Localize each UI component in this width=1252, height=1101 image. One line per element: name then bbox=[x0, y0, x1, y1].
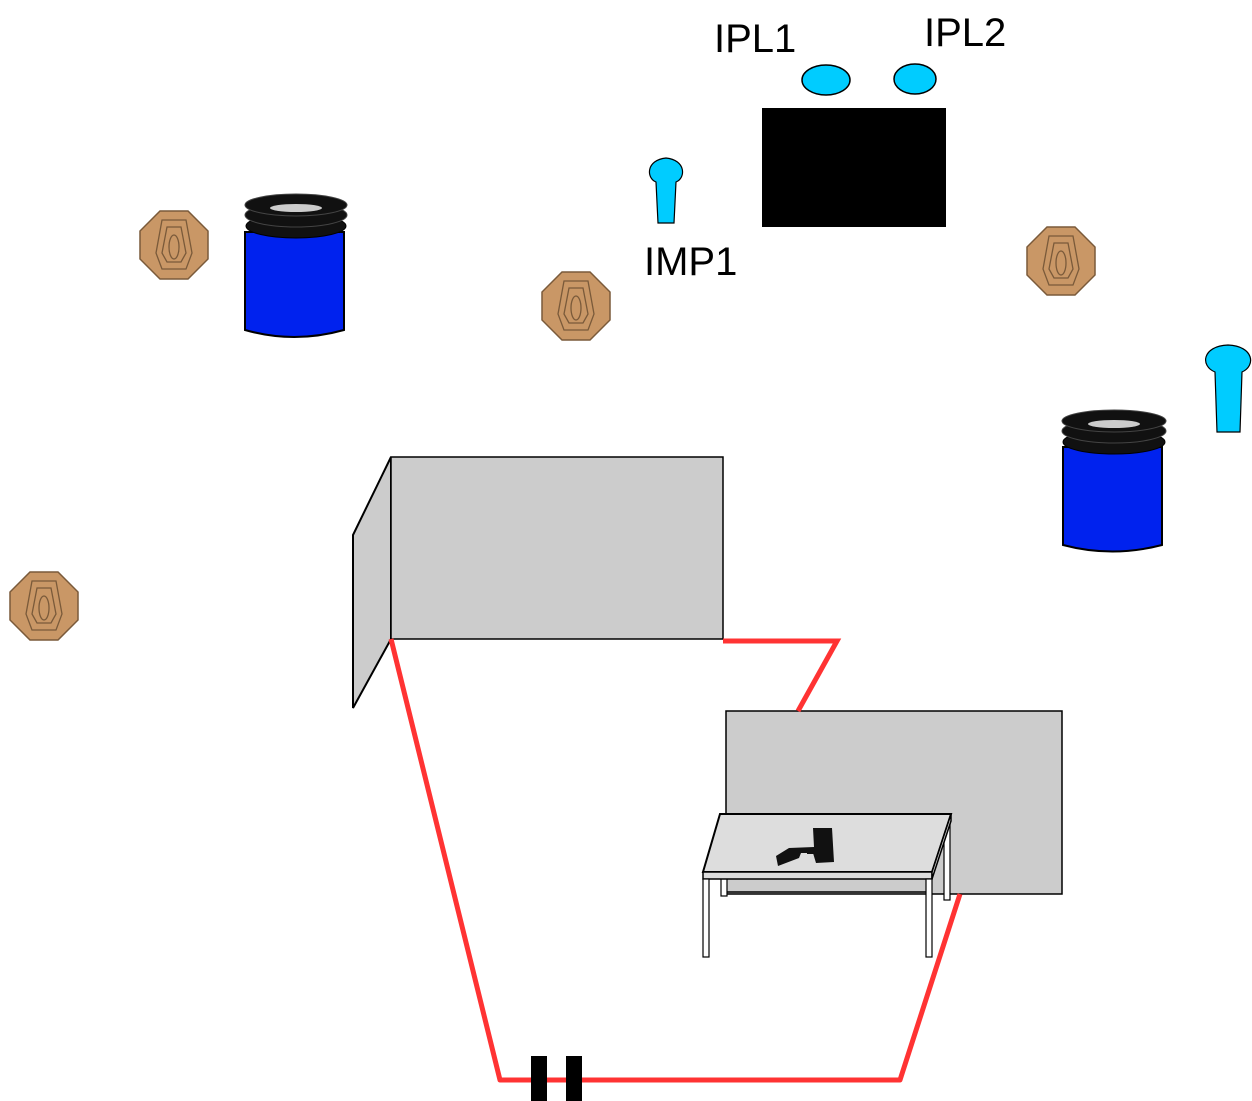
black-backstop bbox=[762, 108, 946, 227]
steel-popper-right-icon bbox=[1205, 344, 1252, 433]
label-ipl2: IPL2 bbox=[924, 11, 1006, 55]
wall-front-left bbox=[390, 456, 724, 640]
steel-popper-imp1-icon bbox=[648, 157, 684, 224]
wall-wing-left bbox=[352, 456, 392, 709]
start-marker-icon bbox=[531, 1056, 547, 1101]
pistol-icon bbox=[776, 828, 834, 866]
fault-line bbox=[388, 638, 963, 1083]
label-imp1: IMP1 bbox=[644, 240, 737, 284]
paper-target-icon bbox=[139, 210, 209, 280]
fault-line bbox=[723, 638, 842, 713]
steel-plate-ipl2-icon bbox=[893, 63, 937, 95]
table bbox=[701, 813, 953, 958]
steel-plate-ipl1-icon bbox=[801, 64, 851, 96]
paper-target-icon bbox=[1026, 226, 1096, 296]
label-ipl1: IPL1 bbox=[714, 17, 796, 61]
start-marker-icon bbox=[566, 1056, 582, 1101]
paper-target-icon bbox=[541, 271, 611, 341]
paper-target-icon bbox=[9, 571, 79, 641]
barrel-left-icon bbox=[244, 193, 348, 338]
barrel-right-icon bbox=[1061, 409, 1167, 553]
